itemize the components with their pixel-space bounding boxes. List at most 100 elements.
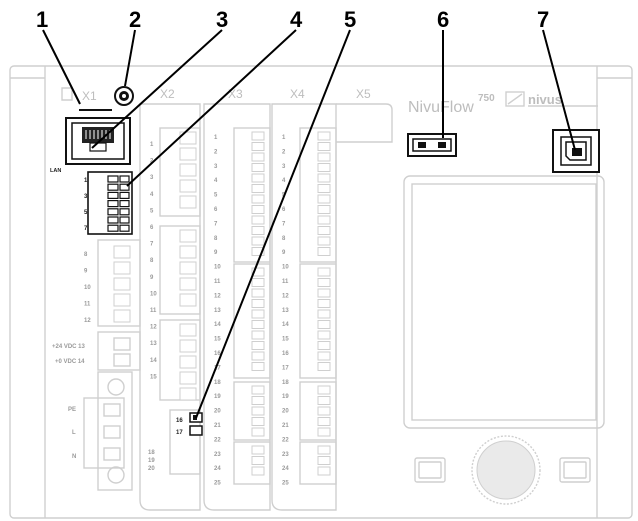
terminal-cell	[251, 173, 265, 183]
terminal-cell	[179, 339, 197, 353]
terminal-cell	[179, 371, 197, 385]
slot-x2	[139, 103, 203, 511]
x3-pin-label: 4	[214, 178, 218, 184]
leader-line-2	[124, 29, 136, 87]
terminal-cell	[317, 288, 331, 298]
terminal-cell	[317, 194, 331, 204]
terminal-cell	[251, 362, 265, 371]
x3-pin-label: 23	[214, 452, 221, 458]
terminal-cell	[317, 309, 331, 319]
x2-bottom-pin: 20	[148, 466, 155, 472]
terminal-cell	[317, 236, 331, 246]
right-button[interactable]	[559, 457, 591, 483]
terminal-cell	[251, 456, 265, 465]
x2-pin-label: 5	[150, 208, 154, 214]
slot-x5	[336, 103, 393, 143]
x4-pin-label: 25	[282, 481, 289, 487]
terminal-cell	[251, 152, 265, 162]
x4-pin-label: 6	[282, 207, 286, 213]
power-terminal[interactable]	[97, 331, 141, 371]
terminal-cell	[179, 163, 197, 177]
terminal-cell	[179, 179, 197, 193]
terminal-cell	[251, 351, 265, 361]
x1-pin-label: 5	[84, 210, 88, 216]
x1-terminal-top[interactable]	[87, 171, 133, 235]
terminal-cell	[317, 385, 331, 395]
x4-pin-label: 8	[282, 236, 286, 242]
brand-area: NivuFlow 750 nivus	[408, 91, 598, 116]
x3-pin-label: 16	[214, 351, 221, 357]
x4-pin-label: 4	[282, 178, 286, 184]
left-button[interactable]	[414, 457, 446, 483]
terminal-cell	[317, 247, 331, 256]
x1-pin-label: 12	[84, 318, 91, 324]
rotary-knob[interactable]	[471, 435, 541, 505]
x3-pin-label: 9	[214, 250, 218, 256]
terminal-cell	[317, 152, 331, 162]
terminal-cell	[251, 466, 265, 476]
x2-pin-label: 3	[150, 175, 154, 181]
terminal-cell	[317, 417, 331, 426]
terminal-cell	[113, 261, 131, 275]
terminal-cell	[179, 195, 197, 209]
terminal-cell	[251, 163, 265, 172]
x4-pin-label: 16	[282, 351, 289, 357]
terminal-cell	[251, 215, 265, 225]
x2-pin-label: 12	[150, 325, 157, 331]
slot-label-x3: X3	[228, 87, 243, 101]
x3-pin-label: 25	[214, 481, 221, 487]
terminal-cell	[113, 277, 131, 291]
x3-pin-label: 1	[214, 135, 218, 141]
terminal-cell	[107, 208, 119, 216]
terminal-cell	[251, 320, 265, 329]
x4-pin-label: 23	[282, 452, 289, 458]
terminal-cell	[317, 351, 331, 361]
x4-pin-label: 7	[282, 221, 286, 227]
usb-a-port[interactable]	[407, 133, 457, 157]
x3-pin-label: 20	[214, 409, 221, 415]
slot-label-x5: X5	[356, 87, 371, 101]
x2-pin-label: 7	[150, 242, 154, 248]
terminal-cell	[317, 456, 331, 465]
x1-terminal-a[interactable]	[97, 239, 141, 327]
terminal-cell	[179, 147, 197, 161]
x2-lower-label: 17	[176, 430, 183, 436]
terminal-cell	[107, 175, 119, 183]
terminal-cell	[113, 309, 131, 323]
x2-pin-label: 13	[150, 341, 157, 347]
x3-pin-label: 14	[214, 322, 221, 328]
leader-line-4	[126, 29, 297, 187]
callout-number-2: 2	[129, 7, 141, 32]
terminal-cell	[251, 226, 265, 235]
leader-line-5	[195, 29, 351, 419]
x2-pin-label: 15	[150, 374, 157, 380]
terminal-cell	[317, 445, 331, 455]
callout-number-7: 7	[537, 7, 549, 32]
callout-number-6: 6	[437, 7, 449, 32]
slot-x4	[271, 103, 337, 511]
x4-pin-label: 21	[282, 423, 289, 429]
terminal-cell	[251, 288, 265, 298]
x3-pin-label: 3	[214, 164, 218, 170]
terminal-cell	[317, 267, 331, 277]
usb-b-port[interactable]	[552, 129, 600, 173]
terminal-cell	[251, 236, 265, 246]
terminal-cell	[107, 216, 119, 224]
terminal-cell	[251, 205, 265, 214]
lan-port-label: LAN	[50, 168, 61, 174]
terminal-cell	[317, 131, 331, 141]
terminal-cell	[107, 191, 119, 199]
terminal-cell	[251, 299, 265, 308]
terminal-screw	[119, 216, 130, 224]
x2-pin-label: 1	[150, 142, 154, 148]
x1-pin-label: 10	[84, 285, 91, 291]
lan-port[interactable]	[65, 117, 131, 165]
x1-pin-label: 8	[84, 252, 88, 258]
x3-pin-label: 11	[214, 279, 221, 285]
mains-label-pe: PE	[68, 407, 76, 413]
mains-terminal[interactable]	[83, 371, 133, 491]
terminal-cell	[317, 427, 331, 437]
x2-pin-label: 6	[150, 225, 154, 231]
terminal-cell	[317, 466, 331, 476]
